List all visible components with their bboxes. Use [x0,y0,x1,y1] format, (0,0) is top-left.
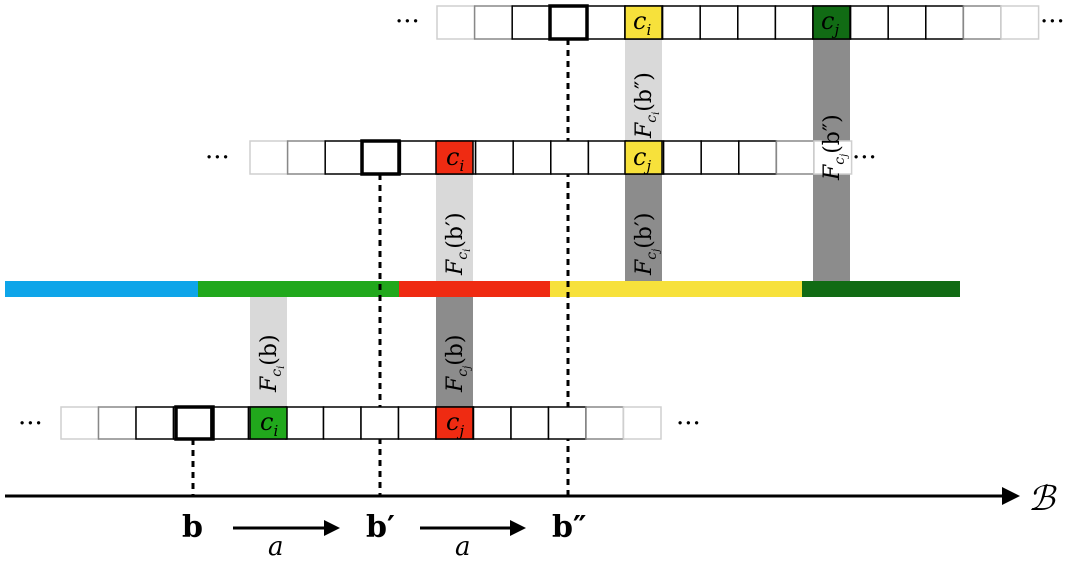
cell [436,5,476,40]
cell-b-prime-highlight [360,139,401,176]
axis-arrowhead [1002,487,1020,505]
cell [97,406,137,440]
cell [285,406,325,440]
cell [550,140,590,175]
cell [547,406,587,440]
cell [662,140,702,175]
dashed-guides [191,39,570,496]
cell [399,140,439,175]
dots-left-top: ··· [395,7,420,37]
dots-right-middle: ··· [852,143,877,173]
cell [362,140,402,175]
cell [962,5,1002,40]
cell [172,406,212,440]
bar-top-ci [625,39,662,141]
cell [322,406,362,440]
cell [774,5,814,40]
label-F-mid-ci: Fci(b′) [443,212,473,276]
cell [210,406,250,440]
cell [813,140,853,175]
cell-cj-middle [624,140,663,175]
cell-cj-top [812,5,851,40]
label-ci-bottom: ci [260,408,278,440]
cell-row-top: ci cj ··· ··· [395,4,1065,41]
cell-row-middle: ci cj ··· ··· [205,139,877,176]
label-F-bottom-ci: Fci(b) [257,334,287,393]
label-F-top-cj: Fcj(b″) [820,114,850,181]
label-cj-top: cj [821,7,839,39]
shift-arrow-2: a [420,520,526,561]
cell [585,406,625,440]
cell-ci-bottom [249,406,288,440]
label-b-double-prime: b″ [552,510,586,545]
dots-right-top: ··· [1040,7,1065,37]
cell [512,140,552,175]
label-ci-top: ci [633,7,651,39]
bar-bottom-cj [436,297,473,407]
label-cj-bottom: cj [446,408,464,440]
dots-left-middle: ··· [205,143,230,173]
cell [738,140,778,175]
bar-mid-ci [436,174,473,281]
cell [661,5,701,40]
label-F-mid-cj: Fcj(b′) [632,213,662,276]
shift-label-2: a [455,532,471,561]
axis-label: ℬ [1028,479,1057,519]
cell [360,406,400,440]
cell [775,140,815,175]
label-b: b [182,510,203,545]
cell [699,5,739,40]
shift-arrow-1: a [233,520,340,561]
cell [549,5,589,40]
cell [586,5,626,40]
cell-ci-middle [435,140,474,175]
cell [700,140,740,175]
cell [737,5,777,40]
label-F-top-ci: Fci(b″) [632,72,662,139]
cell [249,140,289,175]
label-ci-middle: ci [446,143,464,175]
cell [511,5,551,40]
cell [587,140,627,175]
axis: ℬ [5,479,1057,519]
cell [135,406,175,440]
cell [474,140,514,175]
cell [849,5,889,40]
color-band [5,281,960,297]
cell [510,406,550,440]
cell [473,5,513,40]
cell-cj-bottom [435,406,474,440]
cell [622,406,662,440]
cell [472,406,512,440]
cell [887,5,927,40]
cell-b-highlight [174,405,215,441]
dots-left-bottom: ··· [18,409,43,439]
cell [1000,5,1040,40]
cell [286,140,326,175]
bar-mid-cj [625,174,662,281]
shift-label-1: a [268,532,284,561]
cell-row-bottom: ci cj ··· ··· [18,405,701,441]
label-b-prime: b′ [366,510,395,545]
label-F-bottom-cj: Fcj(b) [443,335,473,393]
dots-right-bottom: ··· [676,409,701,439]
cell [925,5,965,40]
cell [60,406,100,440]
cell-b-double-prime-highlight [548,4,589,41]
cell [324,140,364,175]
cell-ci-top [624,5,663,40]
cell [397,406,437,440]
bar-bottom-ci [250,297,287,407]
label-cj-middle: cj [633,143,651,175]
